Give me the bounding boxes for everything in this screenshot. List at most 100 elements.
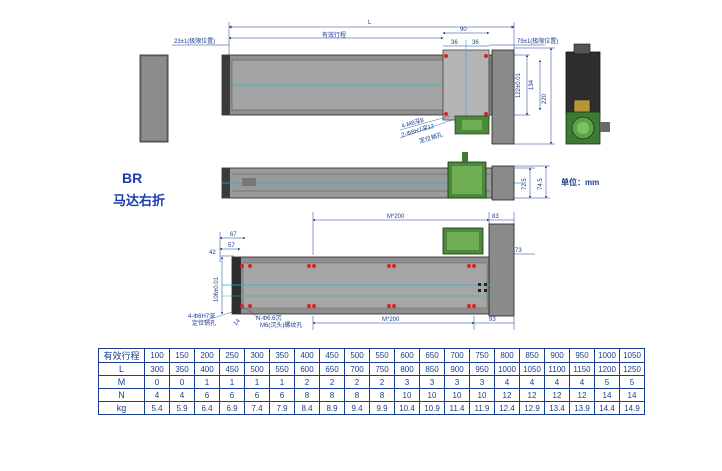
table-cell: 10 xyxy=(469,388,495,402)
table-cell: 14.4 xyxy=(594,401,620,415)
dim-m200-bot: M*200 xyxy=(382,317,400,323)
table-cell: 1 xyxy=(244,375,270,389)
dim-m200-top: M*200 xyxy=(387,214,405,220)
table-cell: 350 xyxy=(269,348,295,363)
table-cell: 850 xyxy=(419,362,445,376)
dim-73: 73 xyxy=(515,248,522,254)
table-cell: 14 xyxy=(619,388,645,402)
dim-93: 93 xyxy=(489,317,496,323)
row-header: M xyxy=(98,375,145,389)
table-cell: 250 xyxy=(219,348,245,363)
table-cell: 4 xyxy=(494,375,520,389)
table-cell: 700 xyxy=(344,362,370,376)
dim-limit-right: 79±1(极限位置) xyxy=(517,37,558,45)
table-cell: 12 xyxy=(494,388,520,402)
row-header: L xyxy=(98,362,145,376)
table-cell: 300 xyxy=(144,362,170,376)
table-cell: 10 xyxy=(394,388,420,402)
table-cell: 14.9 xyxy=(619,401,645,415)
table-cell: 1200 xyxy=(594,362,620,376)
table-cell: 1150 xyxy=(569,362,595,376)
table-cell: 13.4 xyxy=(544,401,570,415)
table-cell: 3 xyxy=(469,375,495,389)
row-header: 有效行程 xyxy=(98,348,145,363)
table-cell: 4 xyxy=(144,388,170,402)
table-cell: 900 xyxy=(544,348,570,363)
table-cell: 6 xyxy=(219,388,245,402)
dim-220: 220 xyxy=(542,93,548,104)
dim-134: 134 xyxy=(529,79,535,90)
table-cell: 1100 xyxy=(544,362,570,376)
table-cell: 3 xyxy=(444,375,470,389)
table-cell: 2 xyxy=(369,375,395,389)
table-cell: 6 xyxy=(269,388,295,402)
technical-drawing: BR 马达右折 单位：mm L 90 36 36 有效行程 23±1(极限位置)… xyxy=(113,20,610,330)
table-cell: 1050 xyxy=(519,362,545,376)
table-cell: 750 xyxy=(369,362,395,376)
table-cell: 1000 xyxy=(594,348,620,363)
table-cell: 1 xyxy=(219,375,245,389)
row-header: N xyxy=(98,388,145,402)
table-cell: 500 xyxy=(244,362,270,376)
table-cell: 6 xyxy=(244,388,270,402)
dim-L: L xyxy=(368,20,372,26)
table-cell: 200 xyxy=(194,348,220,363)
end-view-right xyxy=(565,43,610,145)
table-cell: 0 xyxy=(144,375,170,389)
table-cell: 0 xyxy=(169,375,195,389)
table-cell: 11.4 xyxy=(444,401,470,415)
table-cell: 10.9 xyxy=(419,401,445,415)
table-cell: 4 xyxy=(169,388,195,402)
table-cell: 8 xyxy=(369,388,395,402)
table-cell: 12 xyxy=(544,388,570,402)
hole-m6: M6(沉头)螺纹孔 xyxy=(260,321,302,329)
table-cell: 150 xyxy=(169,348,195,363)
dim-stroke: 有效行程 xyxy=(322,31,346,39)
hole-pin-bot: 4-Φ8H7深 xyxy=(188,312,215,320)
table-cell: 900 xyxy=(444,362,470,376)
table-cell: 10.4 xyxy=(394,401,420,415)
table-cell: 350 xyxy=(169,362,195,376)
table-cell: 8 xyxy=(294,388,320,402)
table-cell: 10 xyxy=(444,388,470,402)
side-view xyxy=(221,152,550,201)
table-cell: 400 xyxy=(194,362,220,376)
table-cell: 5.9 xyxy=(169,401,195,415)
table-cell: 6.4 xyxy=(194,401,220,415)
table-cell: 950 xyxy=(469,362,495,376)
table-cell: 5.4 xyxy=(144,401,170,415)
end-view-left xyxy=(139,54,169,143)
row-header: kg xyxy=(98,401,145,415)
dim-57: 57 xyxy=(228,243,235,249)
dim-42: 42 xyxy=(209,250,216,256)
table-cell: 12.4 xyxy=(494,401,520,415)
table-cell: 1 xyxy=(269,375,295,389)
table-cell: 9.9 xyxy=(369,401,395,415)
table-cell: 2 xyxy=(319,375,345,389)
table-cell: 800 xyxy=(394,362,420,376)
table-cell: 10 xyxy=(419,388,445,402)
table-cell: 6.9 xyxy=(219,401,245,415)
table-cell: 4 xyxy=(519,375,545,389)
dim-14: 14 xyxy=(233,318,242,327)
table-cell: 4 xyxy=(544,375,570,389)
table-cell: 650 xyxy=(419,348,445,363)
dim-36a: 36 xyxy=(451,40,458,46)
table-cell: 14 xyxy=(594,388,620,402)
table-cell: 7.9 xyxy=(269,401,295,415)
table-cell: 2 xyxy=(294,375,320,389)
table-cell: 3 xyxy=(419,375,445,389)
dim-725: 72.5 xyxy=(522,178,528,190)
table-cell: 450 xyxy=(319,348,345,363)
table-cell: 12 xyxy=(519,388,545,402)
table-cell: 1 xyxy=(194,375,220,389)
table-cell: 8.9 xyxy=(319,401,345,415)
table-cell: 450 xyxy=(219,362,245,376)
table-cell: 8.4 xyxy=(294,401,320,415)
dim-745: 74.5 xyxy=(538,178,544,190)
dim-122: 122±0.01 xyxy=(516,72,522,98)
